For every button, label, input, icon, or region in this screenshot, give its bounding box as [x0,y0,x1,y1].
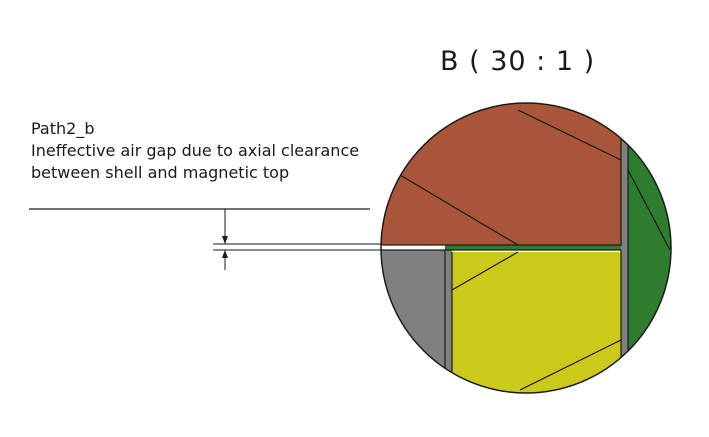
detail-circle-outline [380,102,672,394]
detail-circle-content [381,103,671,393]
shell-region [381,103,623,245]
steel-strip-right [621,130,628,380]
steel-region-left [381,250,445,393]
annotation-path-name: Path2_b [31,119,95,138]
dimension-arrowhead-up [222,250,228,258]
detail-view-title: B ( 30 : 1 ) [440,46,596,77]
green-region-right [628,140,671,380]
dimension-arrowhead-down [222,236,228,244]
annotation-description-line-1: Ineffective air gap due to axial clearan… [31,141,360,160]
annotation-text-block: Path2_b Ineffective air gap due to axial… [31,118,359,184]
steel-strip-inner [445,250,452,393]
magnet-region [452,252,621,393]
annotation-description-line-2: between shell and magnetic top [31,163,290,182]
air-gap-strip [445,245,621,250]
